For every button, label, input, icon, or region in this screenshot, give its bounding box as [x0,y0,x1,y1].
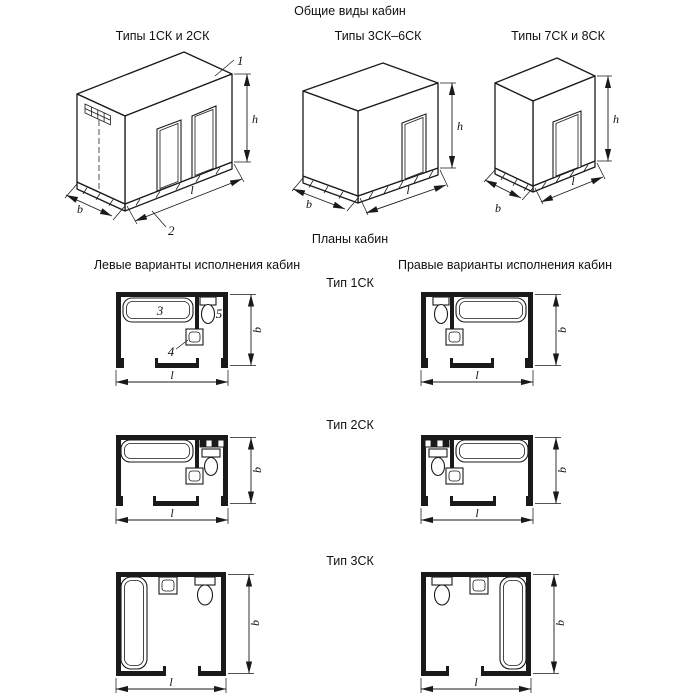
plan-dimensions: l b [420,294,569,386]
iso-view-3: h b l [483,57,619,215]
dimension-h: h [440,82,463,169]
toilet [199,296,217,325]
cabin-box-type3-6 [302,62,439,204]
room-type3-left [116,572,226,676]
bathtub [455,439,529,463]
washbasin [185,467,204,485]
width-dim-label: b [555,327,569,333]
length-dim-label: l [406,183,410,197]
plan-dimensions: l b [420,574,567,693]
plan-type1-right: l b [420,292,569,386]
height-dim-label: h [457,119,463,133]
dimension-b: b [483,169,534,215]
vent-grille [84,103,111,126]
length-dim-label: l [474,675,478,689]
width-dim-label: b [248,620,262,626]
partition-wall [195,440,199,468]
toilet [432,296,450,325]
door-opening [552,110,582,179]
width-dim-label: b [250,327,264,333]
plan-type1-left: 3 4 5 l b [115,292,264,386]
dimension-l: l [359,169,449,216]
dimension-l: l [534,162,606,205]
plan-dimensions: l b [115,294,264,386]
bathtub [455,297,527,323]
dimension-h: h [234,73,258,163]
room-type2-left [116,435,228,506]
plan-dimensions: l b [420,437,569,524]
height-dim-label: h [613,112,619,126]
washbasin [158,576,178,595]
dimension-b: b [291,177,359,212]
iso-view-1: 1 2 h b l [64,51,258,238]
room-type3-right [421,572,531,676]
width-dim-label: b [553,620,567,626]
type3-row-label: Тип 3СК [326,554,374,568]
partition-wall [195,297,199,329]
toilet [201,448,221,477]
width-dim-label: b [77,202,83,216]
width-dim-label: b [306,197,312,211]
iso-view-2: h b l [291,62,463,216]
plan-type2-right: l b [420,435,569,524]
dimension-b: b [64,183,126,221]
washbasin [185,328,204,346]
washbasin-callout-label: 4 [168,344,175,359]
right-variants-header: Правые варианты исполнения кабин [397,258,613,272]
plan-dimensions: l b [115,574,262,693]
type2-row-label: Тип 2СК [326,418,374,432]
cabin-box-type7-8 [494,57,596,193]
plan-type2-left: l b [115,435,264,524]
height-dim-label: h [252,112,258,126]
length-dim-label: l [475,506,479,520]
toilet [428,448,448,477]
toilet [194,576,216,606]
plan-dimensions: l b [115,437,264,524]
washbasin [445,328,464,346]
floor-panel-callout-label: 2 [168,223,175,238]
bathtub [120,576,148,670]
width-dim-label: b [250,467,264,473]
room-type2-right [421,435,533,506]
page-title: Общие виды кабин [294,4,406,18]
length-dim-label: l [170,368,174,382]
plans-title: Планы кабин [311,232,389,246]
plan-type3-right: l b [420,572,567,693]
partition-wall [450,440,454,468]
room-type1-right [421,292,533,368]
length-dim-label: l [169,675,173,689]
left-variants-header: Левые варианты исполнения кабин [93,258,301,272]
type1-row-label: Тип 1СК [326,276,374,290]
width-dim-label: b [555,467,569,473]
iso-view-1-caption: Типы 1СК и 2СК [115,29,210,43]
dimension-l: l [126,163,245,225]
iso-view-2-caption: Типы 3СК–6СК [334,29,422,43]
callout-roof-panel: 1 [214,53,244,77]
vent-blocks [199,439,225,448]
length-dim-label: l [170,506,174,520]
vent-blocks [424,439,450,448]
plan-type3-left: l b [115,572,262,693]
partition-wall [450,297,454,329]
length-dim-label: l [475,368,479,382]
iso-view-3-caption: Типы 7СК и 8СК [511,29,605,43]
dimension-h: h [597,75,619,162]
washbasin [469,576,489,595]
length-dim-label: l [190,183,194,197]
toilet [431,576,453,606]
bathtub [120,439,194,463]
door-opening [401,113,427,182]
bathtub [122,297,194,323]
cabin-box-type1 [76,51,233,212]
toilet-callout-label: 5 [216,306,223,321]
plan1-callouts: 3 4 5 [156,303,223,359]
length-dim-label: l [571,174,575,188]
washbasin [445,467,464,485]
roof-panel-callout-label: 1 [237,53,244,68]
room-type1-left [116,292,228,368]
door-openings [156,105,217,192]
width-dim-label: b [495,201,501,215]
bathtub [499,576,527,670]
bathtub-callout-label: 3 [156,303,164,318]
